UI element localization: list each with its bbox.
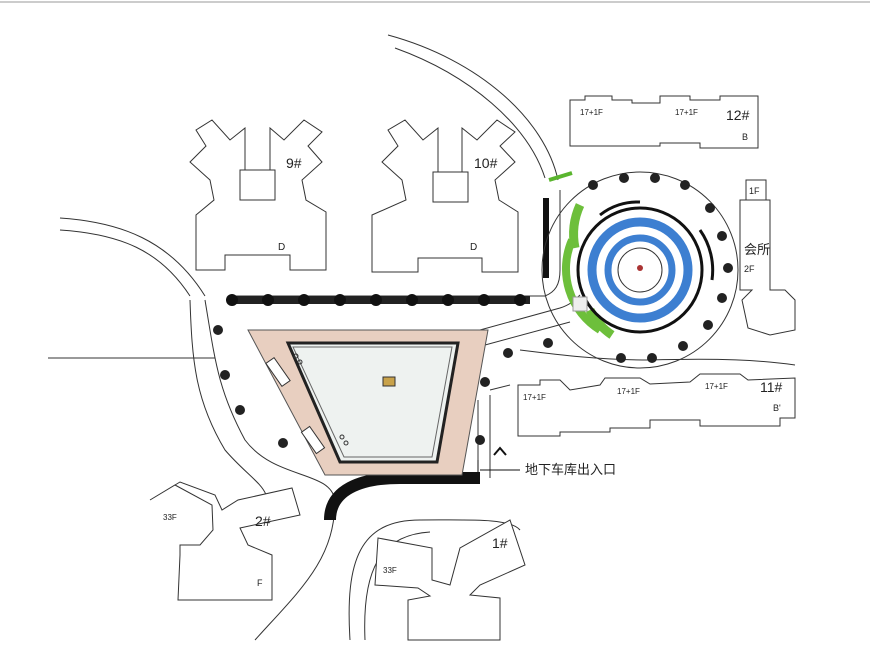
clubhouse-floors-main: 2F (744, 264, 755, 274)
bench-icon (265, 356, 291, 388)
building-2-unit: F (257, 578, 263, 588)
garage-entrance-label: 地下车库出入口 (525, 462, 616, 477)
building-9-number: 9# (286, 155, 302, 171)
building-12-floors-b: 17+1F (675, 108, 698, 117)
building-1-number: 1# (492, 535, 508, 551)
building-12-floors-a: 17+1F (580, 108, 603, 117)
building-9: 9# D (189, 119, 327, 271)
green-gate-top (548, 171, 573, 182)
building-12-unit: B (742, 132, 748, 142)
building-9-unit: D (278, 242, 285, 253)
building-11-floors-c: 17+1F (705, 382, 728, 391)
building-11-floors-a: 17+1F (523, 393, 546, 402)
black-wall-segment (543, 198, 549, 278)
bench-icon (300, 425, 326, 455)
clubhouse-name: 会所 (744, 242, 770, 257)
building-12: 17+1F 17+1F 12# B (569, 95, 759, 149)
garage-ramp-road (324, 472, 480, 521)
pool-pavilion-icon (382, 376, 396, 387)
building-2-floors: 33F (163, 513, 177, 522)
entrance-arrow-icon (477, 446, 520, 478)
building-2: 33F 2# F (149, 481, 301, 601)
building-11-floors-b: 17+1F (617, 387, 640, 396)
building-12-number: 12# (726, 107, 750, 123)
garden-gate-icon (572, 296, 588, 312)
building-10: 10# D (371, 119, 519, 273)
clubhouse: 1F 会所 2F (739, 179, 796, 336)
plaza-trees (213, 325, 553, 448)
building-11: 17+1F 17+1F 17+1F 11# B' (517, 373, 796, 437)
circle-trees (588, 173, 733, 363)
building-2-number: 2# (255, 513, 271, 529)
building-10-number: 10# (474, 155, 498, 171)
building-10-unit: D (470, 242, 477, 253)
building-1-floors: 33F (383, 566, 397, 575)
building-11-unit: B' (773, 403, 781, 413)
tree-row (226, 294, 526, 306)
central-plaza (247, 329, 489, 476)
building-1: 33F 1# (374, 519, 526, 641)
building-11-number: 11# (760, 379, 783, 395)
clubhouse-floors-top: 1F (749, 186, 760, 196)
circular-garden (541, 171, 739, 369)
